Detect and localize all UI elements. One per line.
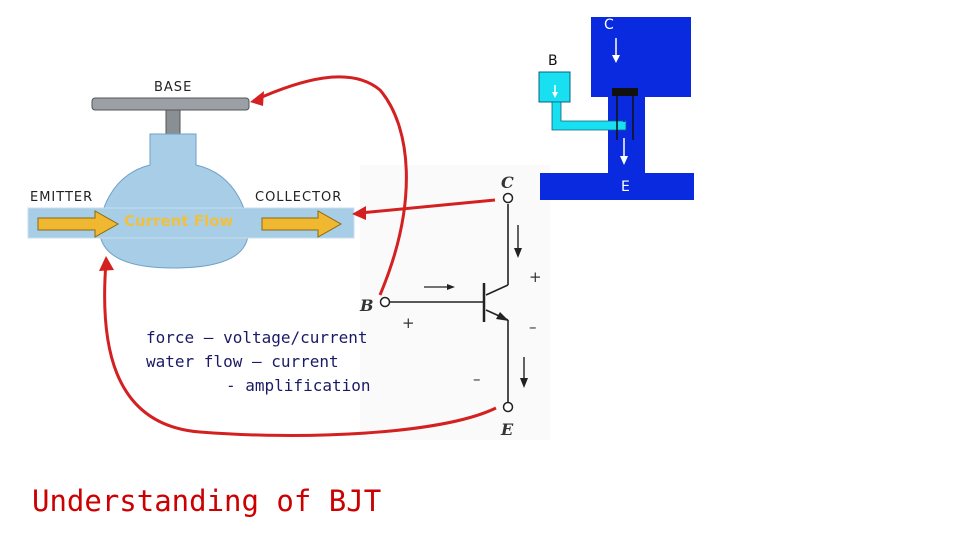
valve-stem [165,109,181,135]
valve-body [99,133,249,269]
red-arrow-emitter-to-pipe [103,261,497,437]
collector-terminal [502,192,514,204]
water-c-arrow [612,55,620,63]
water-b-label: B [548,53,558,69]
water-base-pipe [551,101,627,131]
emitter-minus-sign: – [529,318,537,336]
valve-handle [91,97,250,111]
base-symbol-label: B [360,296,374,315]
red-arrow-base-to-handle [254,75,408,296]
collector-current-arrow [514,248,522,258]
water-e-arrow [620,156,628,165]
current-flow-label: Current Flow [124,212,234,230]
flow-arrow-left [37,210,120,238]
water-upper-tank [591,17,691,97]
water-outlet-pipe [540,173,694,200]
analogy-notes: force – voltage/current water flow – cur… [146,326,371,398]
collector-symbol-label: C [501,173,514,192]
water-c-label: C [604,17,614,33]
emitter-symbol-label: E [501,420,514,439]
water-e-label: E [621,179,630,195]
emitter-terminal [502,401,514,413]
water-valve-gate [612,88,638,96]
emitter-arrowhead [496,312,509,321]
base-current-arrow [447,284,455,290]
emitter-label: EMITTER [30,190,94,205]
water-lower-column [608,96,645,176]
base-label: BASE [154,80,193,95]
notes-line-1: force – voltage/current [146,328,368,347]
water-b-arrow [552,92,558,98]
base-minus-sign: – [473,370,481,388]
flow-arrow-right [261,210,343,238]
notes-line-2: water flow – current [146,352,339,371]
emitter-current-arrow [520,378,528,388]
base-terminal [379,296,391,308]
base-plus-sign: + [402,314,415,332]
collector-plus-sign: + [529,268,542,286]
collector-label: COLLECTOR [255,190,343,205]
slide-title: Understanding of BJT [32,484,382,518]
notes-line-3: - amplification [226,376,371,395]
red-arrow-collector-to-pipe [359,198,496,215]
